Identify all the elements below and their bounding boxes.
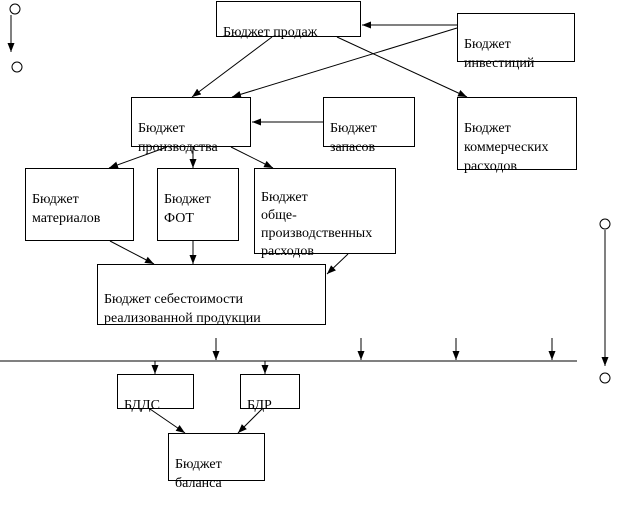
arrow-investments-to-production bbox=[231, 27, 458, 98]
production-budget-box: Бюджет производства bbox=[131, 97, 251, 155]
right-connector-bottom-circle bbox=[599, 372, 611, 384]
investments-budget-box: Бюджет инвестиций bbox=[457, 13, 575, 71]
arrow-materials-to-cogs bbox=[109, 240, 155, 265]
diagram-connectors bbox=[0, 3, 611, 434]
cost-of-goods-sold-budget-box: Бюджет себестоимости реализованной проду… bbox=[97, 264, 326, 326]
arrow-sales-to-production bbox=[191, 36, 273, 98]
materials-budget-label: Бюджет материалов bbox=[32, 192, 101, 226]
arrow-income-to-balance bbox=[237, 408, 263, 434]
cost-of-goods-sold-budget-label: Бюджет себестоимости реализованной проду… bbox=[104, 292, 261, 326]
cashflow-budget-label: БДДС bbox=[124, 398, 160, 413]
commercial-expenses-budget-label: Бюджет коммерческих расходов bbox=[464, 121, 549, 174]
arrow-production-to-overhead bbox=[230, 146, 274, 169]
arrow-sales-to-commercial bbox=[336, 36, 468, 98]
cashflow-budget-box: БДДС bbox=[117, 374, 194, 413]
inventory-budget-box: Бюджет запасов bbox=[323, 97, 415, 155]
sales-budget-label: Бюджет продаж bbox=[223, 25, 318, 40]
arrow-cashflow-to-balance bbox=[149, 408, 186, 434]
arrow-overhead-to-cogs bbox=[326, 253, 349, 275]
income-budget-label: БДР bbox=[247, 398, 272, 413]
left-connector-top-circle bbox=[9, 3, 21, 15]
left-connector-bottom-circle bbox=[11, 61, 23, 73]
investments-budget-label: Бюджет инвестиций bbox=[464, 37, 535, 71]
balance-budget-label: Бюджет баланса bbox=[175, 457, 222, 491]
overhead-expenses-budget-label: Бюджет обще- производственных расходов bbox=[261, 190, 373, 259]
payroll-budget-box: Бюджет ФОТ bbox=[157, 168, 239, 241]
overhead-expenses-budget-box: Бюджет обще- производственных расходов bbox=[254, 168, 396, 259]
right-connector-top-circle bbox=[599, 218, 611, 230]
materials-budget-box: Бюджет материалов bbox=[25, 168, 134, 241]
sales-budget-box: Бюджет продаж bbox=[216, 1, 361, 40]
payroll-budget-label: Бюджет ФОТ bbox=[164, 192, 211, 226]
arrow-production-to-materials bbox=[108, 146, 168, 169]
balance-budget-box: Бюджет баланса bbox=[168, 433, 265, 491]
production-budget-label: Бюджет производства bbox=[138, 121, 218, 155]
commercial-expenses-budget-box: Бюджет коммерческих расходов bbox=[457, 97, 577, 174]
inventory-budget-label: Бюджет запасов bbox=[330, 121, 377, 155]
income-budget-box: БДР bbox=[240, 374, 300, 413]
